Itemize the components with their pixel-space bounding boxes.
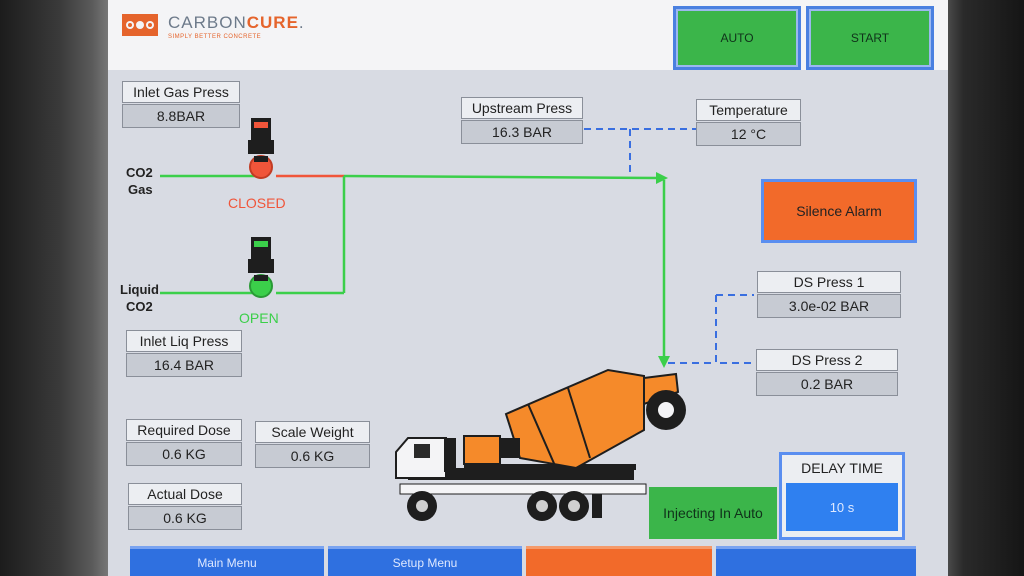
alarm-nav-button[interactable] xyxy=(526,546,712,576)
ds-press-2-value: 0.2 BAR xyxy=(756,372,898,396)
required-dose-value: 0.6 KG xyxy=(126,442,242,466)
upstream-press-label: Upstream Press xyxy=(461,97,583,119)
auto-button[interactable]: AUTO xyxy=(673,6,801,70)
inlet-liq-value: 16.4 BAR xyxy=(126,353,242,377)
liquid-co2-line1: Liquid xyxy=(120,282,159,297)
ds-press-2-label: DS Press 2 xyxy=(756,349,898,371)
inlet-liq-label: Inlet Liq Press xyxy=(126,330,242,352)
carboncure-logo-icon xyxy=(122,14,158,36)
flow-arrow-down-icon xyxy=(658,356,670,368)
main-pipe xyxy=(343,174,661,180)
co2-gas-line2: Gas xyxy=(128,182,153,197)
scale-weight-label: Scale Weight xyxy=(255,421,370,443)
temperature-label: Temperature xyxy=(696,99,801,121)
delay-time-panel[interactable]: DELAY TIME 10 s xyxy=(779,452,905,540)
delay-time-label: DELAY TIME xyxy=(801,460,883,476)
ds-press-1-label: DS Press 1 xyxy=(757,271,901,293)
liquid-co2-line2: CO2 xyxy=(126,299,153,314)
process-diagram xyxy=(160,118,756,521)
co2-gas-label: CO2 Gas xyxy=(126,164,153,198)
actual-dose-label: Actual Dose xyxy=(128,483,242,505)
monitor-bezel-left xyxy=(0,0,108,576)
brand-name: CARBONCURE. xyxy=(168,13,305,32)
concrete-truck-icon xyxy=(395,368,686,521)
required-dose-label: Required Dose xyxy=(126,419,242,441)
gas-valve-status: CLOSED xyxy=(228,195,286,211)
inlet-gas-value: 8.8BAR xyxy=(122,104,240,128)
actual-dose-value: 0.6 KG xyxy=(128,506,242,530)
liquid-valve-status: OPEN xyxy=(239,310,279,326)
flow-arrow-right-icon xyxy=(656,172,668,184)
ds-press-1-value: 3.0e-02 BAR xyxy=(757,294,901,318)
ds-press-2-signal xyxy=(715,295,756,364)
injecting-status: Injecting In Auto xyxy=(649,487,777,539)
co2-gas-line1: CO2 xyxy=(126,165,153,180)
temperature-value: 12 °C xyxy=(696,122,801,146)
delay-time-value[interactable]: 10 s xyxy=(786,483,898,531)
hmi-screen: CARBONCURE. SIMPLY BETTER CONCRETE AUTO … xyxy=(108,0,948,576)
brand-tagline: SIMPLY BETTER CONCRETE xyxy=(168,34,262,40)
nav-button-4[interactable] xyxy=(716,546,916,576)
monitor-bezel-right xyxy=(948,0,1024,576)
main-menu-button[interactable]: Main Menu xyxy=(130,546,324,576)
gas-valve-icon xyxy=(248,118,274,179)
liquid-valve-icon xyxy=(248,237,274,298)
inlet-gas-label: Inlet Gas Press xyxy=(122,81,240,103)
start-button[interactable]: START xyxy=(806,6,934,70)
scale-weight-value: 0.6 KG xyxy=(255,444,370,468)
liquid-co2-label: Liquid CO2 xyxy=(120,281,159,315)
upstream-press-value: 16.3 BAR xyxy=(461,120,583,144)
setup-menu-button[interactable]: Setup Menu xyxy=(328,546,522,576)
silence-alarm-button[interactable]: Silence Alarm xyxy=(761,179,917,243)
header-bar: CARBONCURE. SIMPLY BETTER CONCRETE AUTO … xyxy=(108,0,948,70)
